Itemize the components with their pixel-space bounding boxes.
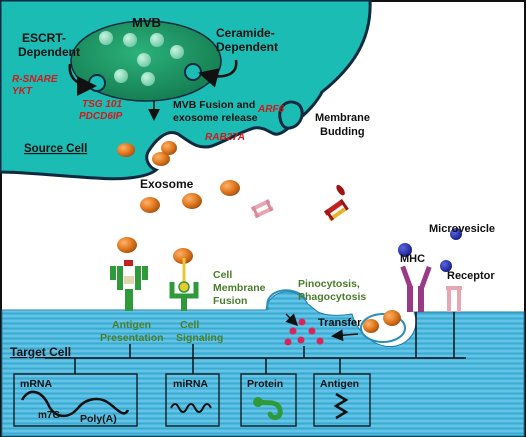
transfer-arrow bbox=[331, 329, 359, 342]
membrane-receptor bbox=[446, 286, 462, 312]
mirna-box: miRNA bbox=[165, 373, 220, 427]
mrna-label: mRNA bbox=[20, 378, 53, 390]
incoming-exosome bbox=[383, 310, 401, 326]
mrna-box: mRNA m7G Poly(A) bbox=[13, 373, 138, 427]
mvb-invagination-left bbox=[88, 74, 106, 92]
cell-signaling-line1: Cell bbox=[180, 319, 199, 331]
polya-label: Poly(A) bbox=[80, 413, 117, 425]
rab27a-label: RAB27A bbox=[205, 132, 245, 143]
connector-lines bbox=[45, 312, 466, 374]
phagocytosed-exosome bbox=[363, 319, 379, 333]
antigen-label: Antigen bbox=[320, 378, 359, 390]
membrane-fusion-line3: Fusion bbox=[213, 295, 247, 307]
rsnare-label-line1: R-SNARE bbox=[12, 74, 58, 85]
transferred-cargo bbox=[284, 318, 324, 346]
mvb-label: MVB bbox=[132, 15, 161, 30]
fusion-label-line1: MVB Fusion and bbox=[173, 99, 255, 111]
tsg-label-line1: TSG 101 bbox=[82, 99, 122, 110]
microvesicle-label: Microvesicle bbox=[429, 223, 495, 235]
escrt-arrow bbox=[68, 63, 97, 96]
ceramide-arrow bbox=[198, 59, 238, 88]
ceramide-label-line2: Dependent bbox=[216, 40, 278, 54]
source-cell-label: Source Cell bbox=[24, 143, 87, 155]
membrane-bud bbox=[278, 100, 304, 130]
cell-signaling-line2: Signaling bbox=[176, 332, 223, 344]
rsnare-label-line2: YKT bbox=[12, 86, 33, 97]
tsg-label-line2: PDCD6IP bbox=[79, 111, 123, 122]
transfer-label: Transfer bbox=[318, 317, 362, 329]
mhc-label: MHC bbox=[400, 253, 425, 265]
receptor-label: Receptor bbox=[447, 270, 495, 282]
arf6-label: ARF6 bbox=[257, 104, 285, 115]
mhc-molecule bbox=[400, 265, 432, 312]
antigen-presentation-receptor bbox=[110, 260, 148, 311]
microvesicles bbox=[398, 228, 462, 272]
floating-complex-red bbox=[323, 184, 349, 222]
intraluminal-vesicles bbox=[99, 31, 184, 86]
pocket-arrow bbox=[285, 313, 299, 327]
budding-label-line1: Membrane bbox=[315, 112, 370, 124]
membrane-fusion-line2: Membrane bbox=[213, 282, 266, 294]
target-cell-body bbox=[1, 291, 525, 437]
membrane-fusion-line1: Cell bbox=[213, 269, 232, 281]
budding-label-line2: Budding bbox=[320, 126, 365, 138]
pinocytosis-label-line1: Pinocytosis, bbox=[298, 278, 360, 290]
antigen-presentation-line1: Antigen bbox=[112, 319, 151, 331]
target-cell-label: Target Cell bbox=[10, 345, 71, 359]
pinocytosis-pocket bbox=[266, 289, 307, 311]
protein-box: Protein bbox=[240, 373, 297, 427]
floating-receptor-pink bbox=[250, 199, 274, 219]
mirna-label: miRNA bbox=[173, 378, 208, 390]
antigen-presentation-line2: Presentation bbox=[100, 332, 164, 344]
exosome-label: Exosome bbox=[140, 177, 194, 191]
ceramide-label-line1: Ceramide- bbox=[216, 26, 275, 40]
exosomes-released bbox=[117, 141, 177, 166]
antigen-box: Antigen bbox=[313, 373, 371, 427]
escrt-label-line2: Dependent bbox=[18, 45, 80, 59]
protein-label: Protein bbox=[247, 378, 283, 390]
m7g-label: m7G bbox=[38, 410, 60, 421]
cell-signaling-receptor bbox=[169, 258, 199, 311]
free-exosomes bbox=[117, 180, 240, 264]
fusion-label-line2: exosome release bbox=[173, 112, 258, 124]
mvb-invagination-right bbox=[184, 63, 202, 81]
escrt-label-line1: ESCRT- bbox=[22, 31, 66, 45]
pinocytosis-label-line2: Phagocytosis bbox=[298, 291, 366, 303]
